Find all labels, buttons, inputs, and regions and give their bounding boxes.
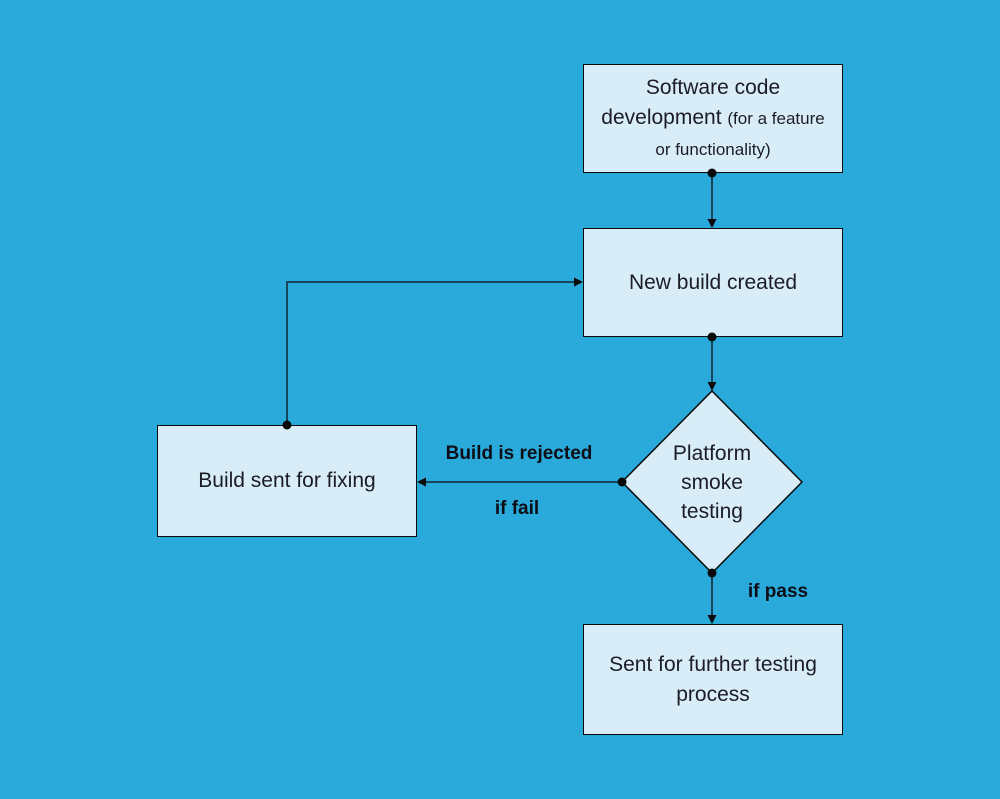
node-label: Build sent for fixing [198, 469, 376, 492]
arrowhead-left-icon [417, 477, 426, 487]
edge-label-if-pass: if pass [747, 581, 809, 602]
arrowhead-down-icon [707, 219, 717, 228]
connection-dot [707, 168, 717, 178]
node-label: Software code development (for a feature… [600, 73, 826, 165]
connection-dot [707, 568, 717, 578]
node-label-main: Software code development [601, 75, 781, 129]
connection-dot [282, 420, 292, 430]
edge-testing-to-fixing[interactable] [417, 477, 627, 487]
arrowhead-down-icon [707, 615, 717, 624]
connection-dot [617, 477, 627, 487]
node-label: Sent for further testing process [609, 652, 817, 706]
connection-dot [707, 332, 717, 342]
node-label: New build created [628, 270, 798, 294]
edge-label-if-fail: if fail [494, 498, 540, 519]
node-platform-smoke-testing-label: Platform smoke testing [672, 441, 752, 523]
edge-dev-to-newbuild[interactable] [707, 168, 717, 229]
node-new-build-created[interactable]: New build created [583, 228, 843, 337]
edge-testing-to-further[interactable] [707, 568, 717, 625]
edge-fixing-to-newbuild[interactable] [282, 277, 584, 430]
node-sent-for-further-testing[interactable]: Sent for further testing process [583, 624, 843, 735]
edge-newbuild-to-testing[interactable] [707, 332, 717, 392]
node-build-sent-for-fixing[interactable]: Build sent for fixing [157, 425, 417, 537]
node-software-code-development[interactable]: Software code development (for a feature… [583, 64, 843, 173]
arrowhead-down-icon [707, 382, 717, 391]
node-label-sub: (for a feature or functionality) [655, 108, 825, 159]
edge-label-build-rejected: Build is rejected [445, 443, 593, 464]
arrowhead-right-icon [574, 277, 583, 287]
